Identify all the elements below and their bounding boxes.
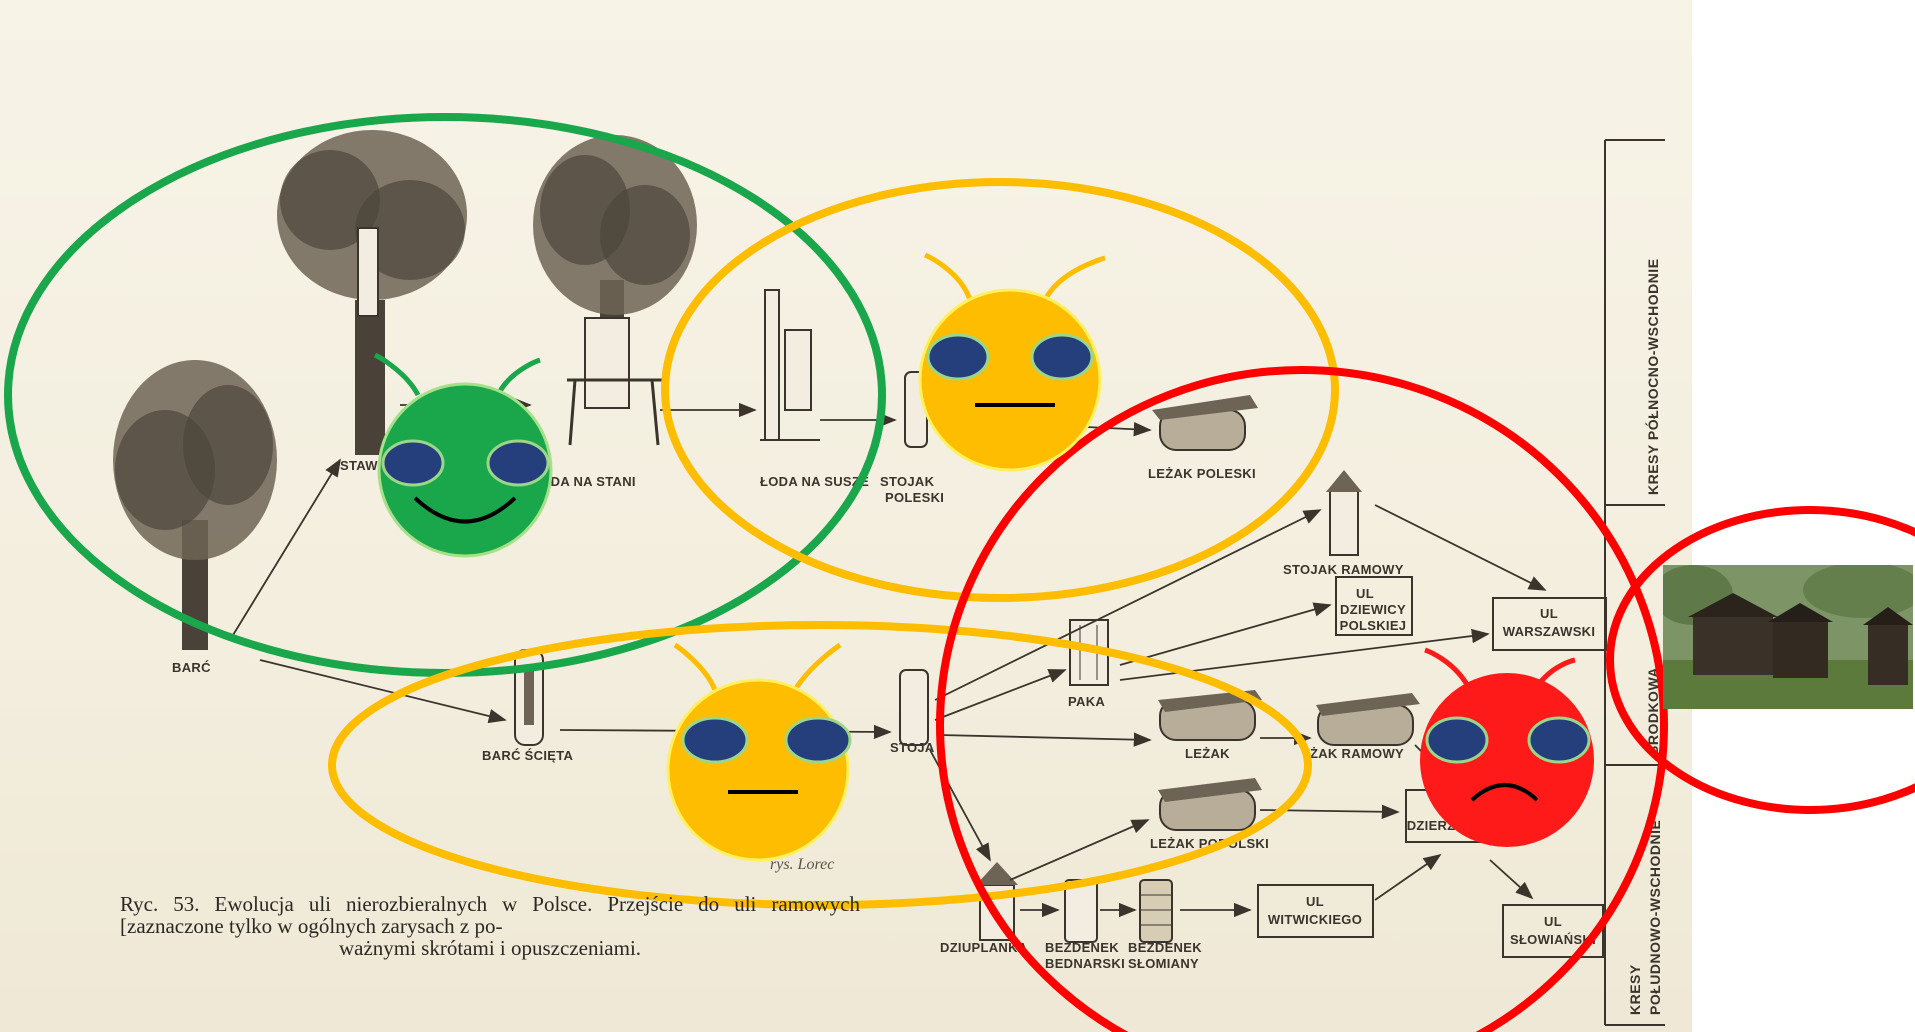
lezak-podolski-icon [1158, 778, 1262, 831]
label-lezak: LEŻAK [1185, 746, 1230, 761]
drawing-credit: rys. Lorec [770, 856, 835, 873]
label-barc-scieta: BARĆ ŚCIĘTA [482, 748, 573, 763]
label-ul-warszawski-1: UL [1540, 606, 1558, 621]
figure-caption: Ryc. 53. Ewolucja uli nierozbieralnych w… [120, 893, 860, 959]
orange-highlight-ellipse-bottom [328, 621, 1312, 909]
label-ul-slowianski-2: SŁOWIAŃSKI [1510, 932, 1596, 947]
label-stojak-poleski-1: STOJAK [880, 474, 935, 489]
label-bezdenek-bednarski-1: BEZDENEK [1045, 940, 1119, 955]
label-kresy-se-1: KRESY [1627, 964, 1643, 1015]
label-bezdenek-slomiany-2: SŁOMIANY [1128, 956, 1199, 971]
kloda-na-susze-icon [760, 289, 820, 441]
red-highlight-ellipse-large [936, 366, 1668, 1032]
caption-line-2: uli ramowych [zaznaczone tylko w ogólnyc… [120, 892, 861, 938]
orange-bee-bottom-icon [666, 642, 852, 862]
label-ul-witwickiego-1: UL [1306, 894, 1324, 909]
tree-kloda-icon [533, 135, 697, 446]
caption-line-1: Ryc. 53. Ewolucja uli nierozbieralnych w… [120, 892, 720, 916]
label-kloda-na-stani: ŁODA NA STANI [532, 474, 636, 489]
red-bee-icon [1420, 647, 1594, 847]
label-stojak-ramowy: STOJAK RAMOWY [1283, 562, 1404, 577]
stojak-ramowy-icon [1326, 470, 1362, 556]
label-kresy-se-2: POŁUDNOWO-WSCHODNIE [1647, 820, 1663, 1015]
lezak-poleski-icon [1152, 395, 1258, 451]
diagram-background [0, 0, 1692, 1032]
label-dziuplanka: DZIUPLANKA [940, 940, 1028, 955]
label-barc: BARĆ [172, 660, 211, 675]
ul-witwickiego-box [1257, 884, 1374, 938]
label-ul-witwickiego-2: WITWICKIEGO [1268, 912, 1362, 927]
beehive-photo-drawing [1663, 565, 1913, 709]
label-kresy-ne: KRESY PÓŁNOCNO-WSCHODNIE [1644, 258, 1661, 495]
ul-dziewicy-box [1335, 576, 1413, 636]
label-stojak-poleski-2: POLESKI [885, 490, 944, 505]
label-stojak: STOJA [890, 740, 935, 755]
label-staw: STAW [340, 458, 378, 473]
label-ul-dziewicy-3: POLSKIEJ [1340, 618, 1407, 633]
bezdenek-slomiany-icon [1139, 879, 1173, 943]
beehive-photo [1663, 565, 1913, 709]
label-lezak-ramowy: ŻAK RAMOWY [1310, 746, 1404, 761]
orange-highlight-ellipse-top [661, 178, 1339, 602]
red-highlight-ellipse-photo [1606, 506, 1915, 814]
label-paka: PAKA [1068, 694, 1105, 709]
region-bracket [1604, 139, 1665, 1026]
label-lezak-poleski: LEŻAK POLESKI [1148, 466, 1256, 481]
tree-staw-icon [277, 130, 467, 455]
label-kloda-na-susze: ŁODA NA SUSZE [760, 474, 869, 489]
label-ul-dziewicy-1: UL [1356, 586, 1374, 601]
tree-barc-icon [113, 360, 277, 650]
label-bezdenek-slomiany-1: BEZDENEK [1128, 940, 1202, 955]
green-bee-icon [373, 352, 553, 558]
label-ul-slowianski-1: UL [1544, 914, 1562, 929]
label-ul-dziewicy-2: DZIEWICY [1340, 602, 1406, 617]
stojak-icon [899, 669, 929, 746]
label-bezdenek-bednarski-2: BEDNARSKI [1045, 956, 1125, 971]
label-srodkowa: ŚRODKOWA [1644, 667, 1661, 755]
label-ul-warszawski-2: WARSZAWSKI [1503, 624, 1596, 639]
ul-slowianski-box [1502, 904, 1604, 958]
lezak-ramowy-icon [1316, 693, 1420, 746]
caption-line-3: ważnymi skrótami i opuszczeniami. [338, 936, 642, 960]
orange-bee-top-icon [918, 252, 1106, 472]
